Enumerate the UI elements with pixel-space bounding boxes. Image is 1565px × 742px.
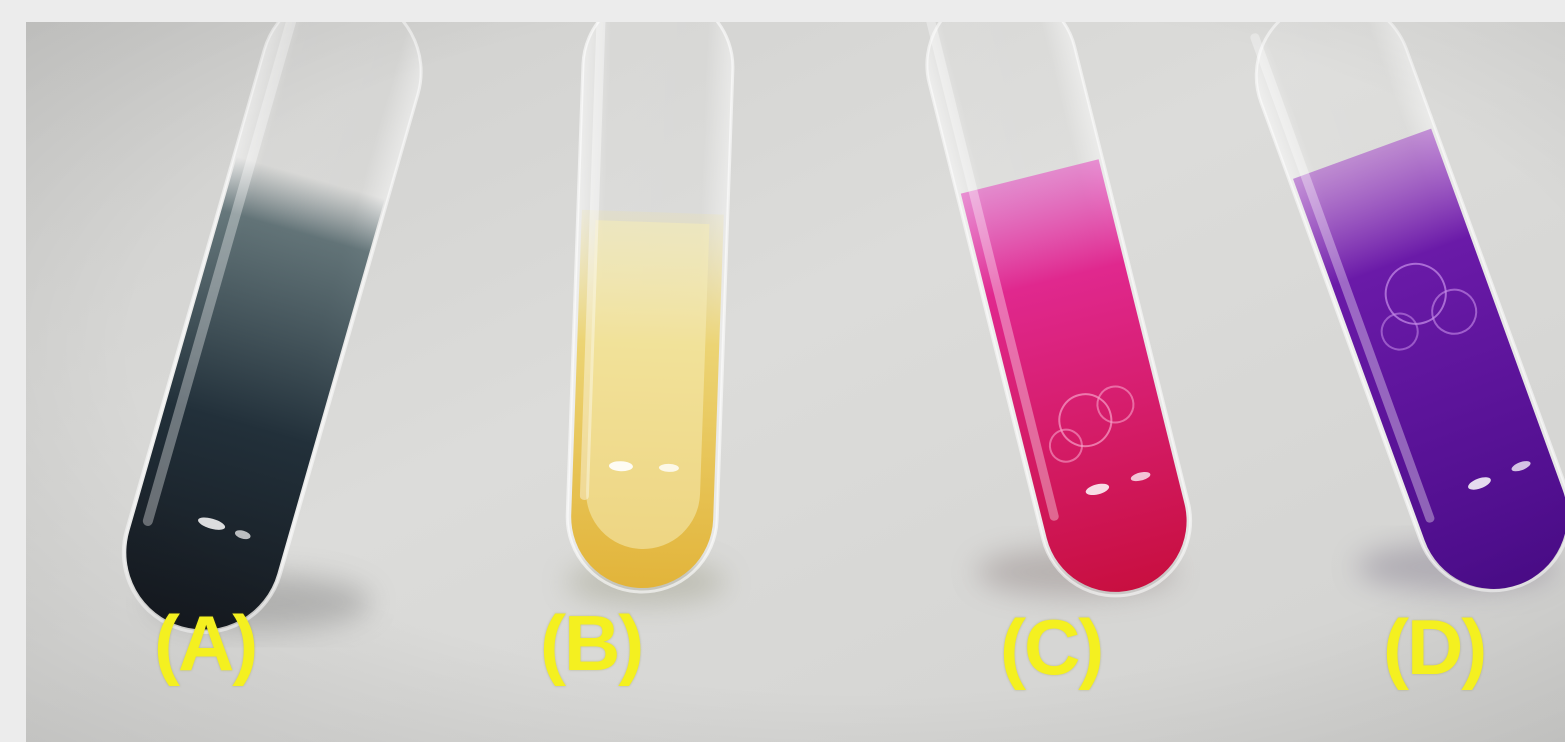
tube-label-a: (A) [154, 599, 258, 687]
test-tubes-photo [26, 22, 1565, 742]
tube-label-c: (C) [1000, 603, 1104, 691]
tube-label-b: (B) [540, 599, 644, 687]
tube-label-d: (D) [1383, 603, 1487, 691]
photo-canvas [26, 22, 1565, 742]
